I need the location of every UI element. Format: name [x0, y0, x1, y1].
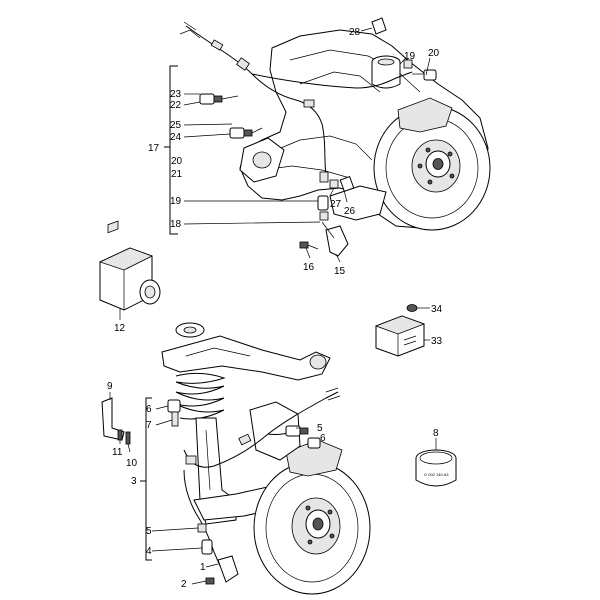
callout-16: 16	[303, 262, 315, 273]
callout-22: 22	[170, 100, 182, 111]
callout-5-right: 5	[317, 423, 323, 434]
callout-1: 1	[200, 562, 206, 573]
callout-18: 18	[170, 219, 182, 230]
callout-2: 2	[181, 579, 187, 590]
callout-19-top: 19	[404, 51, 416, 62]
lower-leader-lines	[109, 392, 300, 585]
callout-11: 11	[112, 447, 123, 458]
callout-33: 33	[431, 336, 443, 347]
callout-15: 15	[334, 266, 346, 277]
sensor-ring: G 002 140 A3	[415, 438, 457, 487]
callout-25: 25	[170, 120, 182, 131]
callout-3: 3	[131, 476, 137, 487]
callout-23: 23	[170, 89, 182, 100]
callout-6-right: 6	[320, 433, 326, 444]
upper-leader-lines	[164, 27, 431, 263]
callout-5: 5	[146, 526, 152, 537]
control-module	[374, 304, 430, 357]
rear-suspension-assembly	[101, 322, 371, 595]
front-axle-assembly	[179, 17, 491, 257]
abs-hydraulic-unit	[98, 220, 161, 320]
callout-6: 6	[146, 404, 152, 415]
callout-27: 27	[330, 199, 342, 210]
callout-24: 24	[170, 132, 182, 143]
callout-20-top: 20	[428, 48, 440, 59]
callout-34: 34	[431, 304, 443, 315]
ring-marking: G 002 140 A3	[424, 472, 449, 477]
callout-17: 17	[148, 143, 160, 154]
callout-20: 20	[171, 156, 183, 167]
callout-28: 28	[349, 27, 361, 38]
callout-7: 7	[146, 420, 152, 431]
callout-12: 12	[114, 323, 126, 334]
callout-10: 10	[126, 458, 138, 469]
callout-labels: 28 19 20 23 22 25 24 17 20 21 19 27 26 1…	[107, 27, 443, 590]
callout-19: 19	[170, 196, 182, 207]
callout-9: 9	[107, 381, 113, 392]
callout-26: 26	[344, 206, 356, 217]
callout-4: 4	[146, 546, 152, 557]
callout-8: 8	[433, 428, 439, 439]
callout-21: 21	[171, 169, 183, 180]
